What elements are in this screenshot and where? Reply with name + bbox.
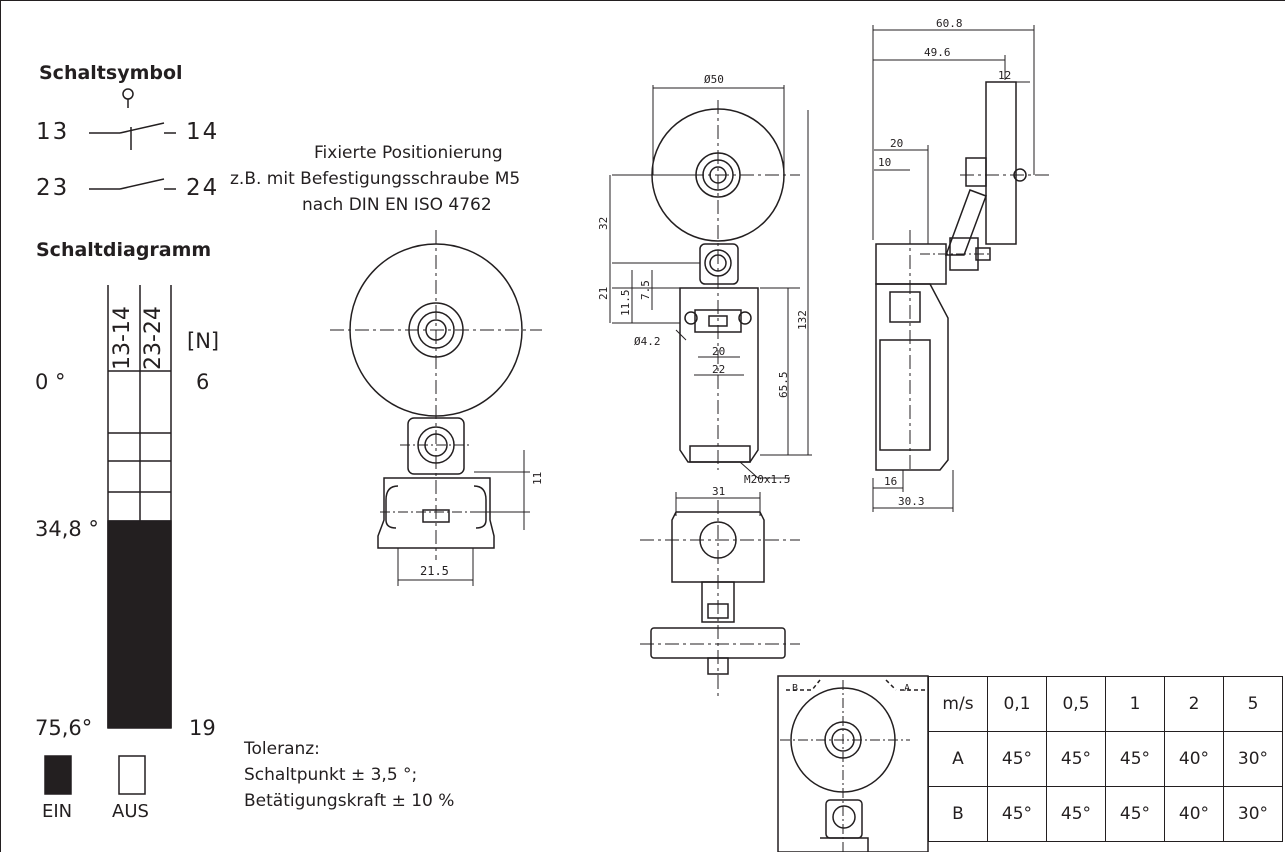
angle-end-label: 75,6° <box>35 716 93 740</box>
bottom-view <box>640 492 800 700</box>
table-cell: B <box>928 786 988 842</box>
table-cell: 40° <box>1164 731 1224 787</box>
dim-dia50: Ø50 <box>704 73 724 86</box>
dim-132: 132 <box>796 310 809 330</box>
dim-60-8: 60.8 <box>936 17 963 30</box>
dim-side-20: 20 <box>890 137 904 150</box>
actuation-speed-table: m/s 0,1 0,5 1 2 5 A 45° 45° 45° 40° 30° … <box>928 676 1283 842</box>
angle-start-label: 0 ° <box>35 370 66 394</box>
dim-m20: M20x1.5 <box>744 473 791 486</box>
legend-on-label: EIN <box>42 801 73 822</box>
table-cell: m/s <box>928 676 988 732</box>
dim-21-5: 21.5 <box>420 564 449 578</box>
dim-20: 20 <box>712 345 726 358</box>
side-view <box>872 25 1050 512</box>
table-cell: 0,1 <box>987 676 1047 732</box>
dim-11-5: 11.5 <box>619 289 632 317</box>
dim-49-6: 49.6 <box>924 46 951 59</box>
column-label-23-24: 23-24 <box>141 306 166 370</box>
dim-dia4-2: Ø4.2 <box>634 335 661 348</box>
table-cell: 45° <box>1105 731 1165 787</box>
dim-22: 22 <box>712 363 726 376</box>
dim-65-5: 65.5 <box>777 371 790 399</box>
switching-diagram-graphic <box>44 285 172 795</box>
legend-off-label: AUS <box>112 801 149 822</box>
note-line-3: nach DIN EN ISO 4762 <box>302 195 492 215</box>
inset-label-b: B <box>792 683 799 694</box>
table-cell: 30° <box>1223 786 1283 842</box>
table-header-row: m/s 0,1 0,5 1 2 5 <box>928 676 1283 732</box>
dim-16: 16 <box>884 475 898 488</box>
table-cell: 0,5 <box>1046 676 1106 732</box>
force-start-label: 6 <box>196 370 210 394</box>
front-view-fixed <box>330 230 542 586</box>
table-cell: 45° <box>1046 786 1106 842</box>
table-cell: 2 <box>1164 676 1224 732</box>
front-view-main <box>609 85 812 479</box>
dim-11: 11 <box>531 471 544 485</box>
table-cell: 1 <box>1105 676 1165 732</box>
switch-symbol-title: Schaltsymbol <box>39 62 183 84</box>
dim-31: 31 <box>712 485 726 498</box>
force-unit-label: [N] <box>187 329 220 353</box>
dim-30-3: 30.3 <box>898 495 925 508</box>
dim-7-5: 7.5 <box>639 280 652 300</box>
tolerance-switch-point: Schaltpunkt ± 3,5 °; <box>244 765 418 785</box>
table-cell: 45° <box>1105 786 1165 842</box>
force-end-label: 19 <box>189 716 216 740</box>
note-line-2: z.B. mit Befestigungsschraube M5 <box>230 169 521 189</box>
dim-side-10: 10 <box>878 156 892 169</box>
inset-label-a: A <box>904 683 911 694</box>
angle-switch-label: 34,8 ° <box>35 517 99 541</box>
dim-12: 12 <box>998 69 1012 82</box>
dim-21: 21 <box>597 286 610 300</box>
column-label-13-14: 13-14 <box>110 306 135 370</box>
tolerance-force: Betätigungskraft ± 10 % <box>244 791 455 811</box>
dim-32: 32 <box>597 216 610 230</box>
contact-2-right-label: 24 <box>186 175 220 201</box>
contact-1-right-label: 14 <box>186 119 220 145</box>
table-cell: 40° <box>1164 786 1224 842</box>
table-row-a: A 45° 45° 45° 40° 30° <box>928 731 1283 787</box>
table-cell: 45° <box>987 786 1047 842</box>
table-row-b: B 45° 45° 45° 40° 30° <box>928 786 1283 842</box>
switch-symbol-graphic <box>89 88 176 190</box>
note-line-1: Fixierte Positionierung <box>314 143 503 163</box>
switching-diagram-title: Schaltdiagramm <box>36 239 212 261</box>
contact-1-left-label: 13 <box>36 119 70 145</box>
tolerance-title: Toleranz: <box>244 739 320 759</box>
table-cell: 45° <box>987 731 1047 787</box>
table-cell: 45° <box>1046 731 1106 787</box>
inset-direction-diagram <box>777 675 929 852</box>
contact-2-left-label: 23 <box>36 175 70 201</box>
table-cell: 5 <box>1223 676 1283 732</box>
table-cell: 30° <box>1223 731 1283 787</box>
table-cell: A <box>928 731 988 787</box>
